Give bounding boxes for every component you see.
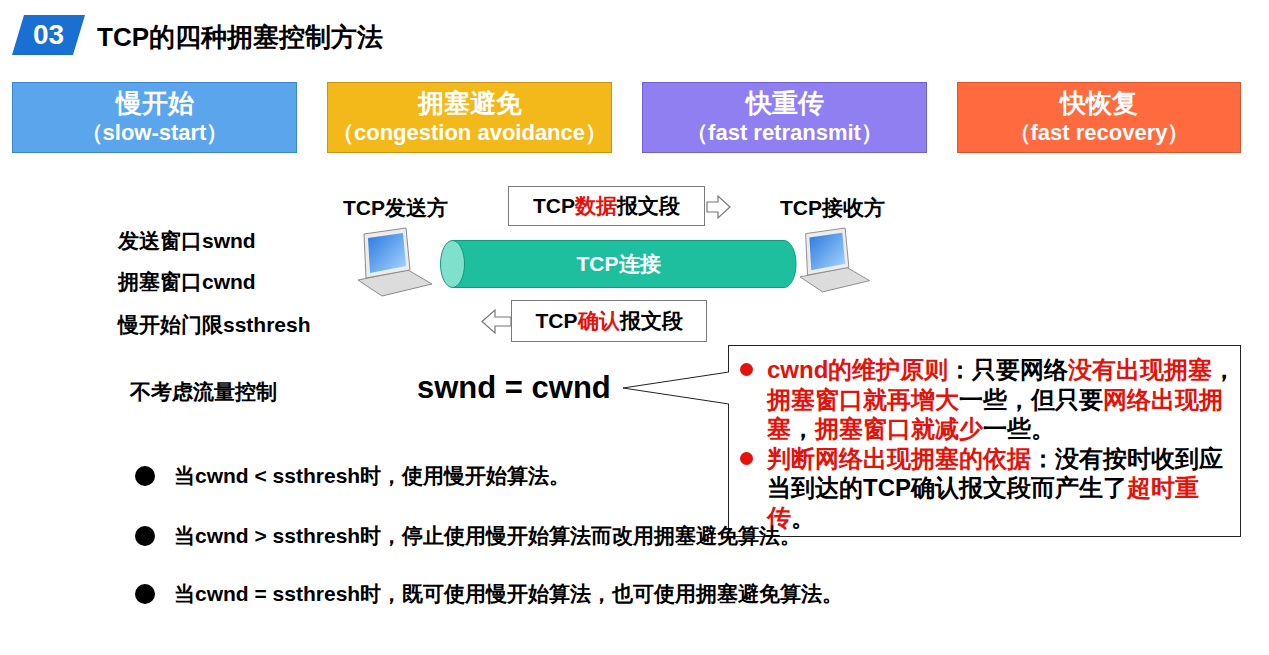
title-text: TCP的四种拥塞控制方法 — [97, 22, 383, 52]
bullet-dot — [135, 584, 155, 604]
rule-text: 当cwnd > ssthresh时，停止使用慢开始算法而改用拥塞避免算法。 — [174, 523, 801, 549]
label-text: 拥塞窗口cwnd — [118, 269, 256, 295]
callout-tail — [623, 372, 729, 404]
rule-text: 当cwnd < ssthresh时，使用慢开始算法。 — [174, 463, 570, 489]
method-box: 快恢复（fast recovery） — [957, 82, 1241, 153]
plain-text: 报文段 — [620, 309, 683, 332]
highlight-text: cwnd的维护原则 — [767, 356, 948, 383]
highlight-text: 判断网络出现拥塞的依据 — [767, 445, 1031, 472]
pipe-end — [441, 241, 465, 288]
highlight-text: 拥塞窗口就减少 — [815, 415, 983, 442]
highlight-text: 数据 — [575, 194, 617, 217]
bullet-dot — [135, 466, 155, 486]
method-box: 快重传（fast retransmit） — [642, 82, 927, 153]
plain-text: ， — [1212, 356, 1236, 383]
label-text: 发送窗口swnd — [118, 228, 256, 254]
node-text: （slow-start） — [81, 119, 229, 147]
callout-box: cwnd的维护原则：只要网络没有出现拥塞，拥塞窗口就再增大一些，但只要网络出现拥… — [728, 345, 1241, 537]
segment-box: TCP数据报文段 — [508, 186, 705, 226]
method-box: 拥塞避免（congestion avoidance） — [327, 82, 612, 153]
node-heading: 快恢复 — [1060, 88, 1138, 119]
node-heading: 快重传 — [746, 88, 824, 119]
section-badge: 03 — [12, 15, 85, 55]
laptop-icon — [800, 228, 870, 292]
bullet-dot — [135, 526, 155, 546]
pipe-body — [452, 241, 796, 288]
node-heading: TCP确认报文段 — [536, 308, 683, 334]
method-box: 慢开始（slow-start） — [12, 82, 297, 153]
badge-shape — [12, 15, 85, 55]
plain-text: ， — [791, 415, 815, 442]
rule-text: 当cwnd = ssthresh时，既可使用慢开始算法，也可使用拥塞避免算法。 — [174, 581, 843, 607]
laptop-icon — [358, 228, 432, 296]
node-heading: 慢开始 — [116, 88, 194, 119]
node-heading: cwnd的维护原则：只要网络没有出现拥塞，拥塞窗口就再增大一些，但只要网络出现拥… — [767, 355, 1239, 444]
label-text: 不考虑流量控制 — [130, 379, 277, 405]
node-heading: 03 — [33, 19, 64, 51]
segment-box: TCP确认报文段 — [511, 300, 707, 342]
label-text: 慢开始门限ssthresh — [118, 312, 311, 338]
label-text: TCP发送方 — [343, 195, 448, 221]
formula-text: swnd = cwnd — [417, 369, 611, 407]
node-heading: 拥塞避免 — [418, 88, 522, 119]
node-heading: TCP数据报文段 — [533, 193, 680, 219]
node-text: （fast retransmit） — [686, 119, 883, 147]
plain-text: 一些，但只要 — [959, 386, 1103, 413]
hollow-arrow — [482, 310, 511, 333]
plain-text: ：只要网络 — [948, 356, 1068, 383]
plain-text: 一些。 — [983, 415, 1055, 442]
plain-text: TCP — [536, 309, 578, 332]
highlight-text: 没有出现拥塞 — [1068, 356, 1212, 383]
node-heading: TCP连接 — [577, 251, 661, 277]
node-text: （congestion avoidance） — [332, 119, 607, 147]
connection-pipe: TCP连接 — [440, 240, 797, 288]
node-text: （fast recovery） — [1009, 119, 1190, 147]
label-text: TCP接收方 — [780, 195, 885, 221]
node-text: 判断网络出现拥塞的依据：没有按时收到应当到达的TCP确认报文段而产生了超时重传。 — [767, 444, 1239, 533]
highlight-text: 拥塞窗口就再增大 — [767, 386, 959, 413]
hollow-arrow — [707, 196, 730, 218]
plain-text: TCP — [533, 194, 575, 217]
plain-text: 报文段 — [617, 194, 680, 217]
highlight-text: 确认 — [578, 309, 620, 332]
